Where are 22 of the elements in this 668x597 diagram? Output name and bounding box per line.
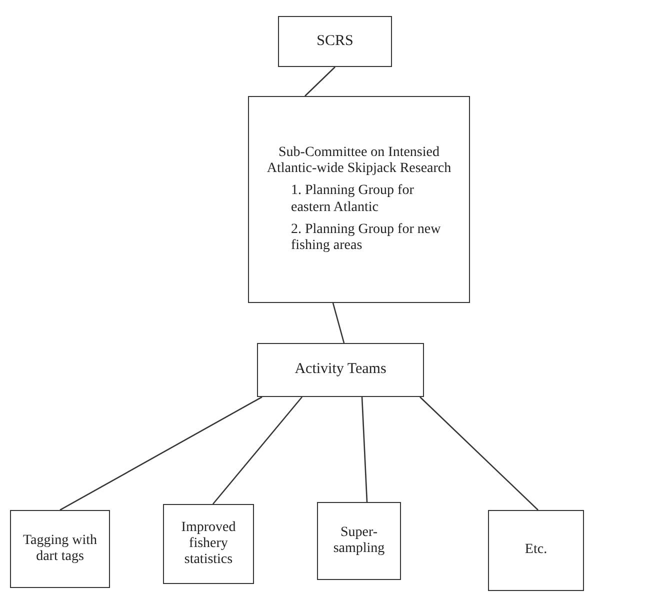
process-box bbox=[317, 502, 401, 580]
connector-line bbox=[60, 396, 262, 511]
connector-line bbox=[420, 396, 538, 510]
connector-line bbox=[304, 66, 336, 96]
process-box bbox=[10, 510, 110, 588]
box-label: Super-sampling bbox=[332, 524, 386, 558]
box-label: Improved fishery statistics bbox=[180, 520, 237, 568]
list-item: 1. Planning Group for eastern Atlantic bbox=[290, 183, 415, 216]
process-box bbox=[248, 96, 470, 303]
process-box bbox=[257, 343, 424, 397]
connector-line bbox=[332, 302, 345, 344]
box-label: SCRS bbox=[316, 32, 354, 50]
process-box bbox=[488, 510, 584, 591]
box-label: Sub-Committee on Intensied Atlantic-wide Skipjack Research bbox=[266, 145, 452, 178]
connector-line bbox=[361, 396, 368, 502]
box-label: Activity Teams bbox=[294, 361, 386, 379]
process-box bbox=[163, 504, 254, 584]
list-item: 2. Planning Group for new fishing areas bbox=[290, 222, 441, 254]
process-box bbox=[278, 16, 392, 67]
box-label: Tagging with dart tags bbox=[22, 532, 98, 566]
box-label: Etc. bbox=[524, 542, 548, 559]
connector-line bbox=[212, 396, 302, 504]
